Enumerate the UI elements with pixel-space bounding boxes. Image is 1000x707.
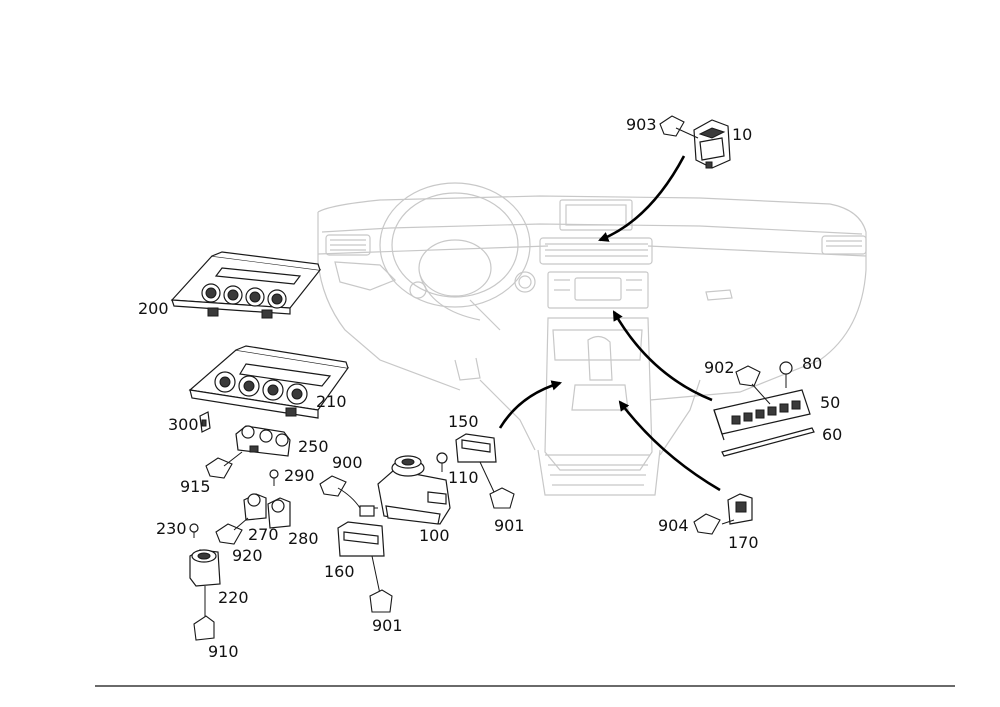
part-100 xyxy=(377,455,451,525)
label-170: 170 xyxy=(728,533,759,552)
label-10: 10 xyxy=(732,125,752,144)
label-920: 920 xyxy=(232,546,263,565)
part-290 xyxy=(269,469,279,486)
label-50: 50 xyxy=(820,393,840,412)
label-900: 900 xyxy=(332,453,363,472)
label-901-b: 901 xyxy=(372,616,403,635)
label-110: 110 xyxy=(448,468,479,487)
button-row xyxy=(731,400,801,425)
label-290: 290 xyxy=(284,466,315,485)
label-904: 904 xyxy=(658,516,689,535)
part-10 xyxy=(693,119,731,169)
connector-903 xyxy=(659,115,699,139)
label-915: 915 xyxy=(180,477,211,496)
part-50 xyxy=(713,389,811,441)
label-280: 280 xyxy=(288,529,319,548)
label-200: 200 xyxy=(138,299,169,318)
connector-901b xyxy=(369,589,393,613)
label-210: 210 xyxy=(316,392,347,411)
part-60 xyxy=(721,427,815,457)
connector-904 xyxy=(693,513,721,535)
arrow-10 xyxy=(598,155,686,242)
connector-910 xyxy=(193,615,215,641)
dashboard-outline xyxy=(317,182,867,496)
connector-901a xyxy=(489,487,515,509)
label-250: 250 xyxy=(298,437,329,456)
part-250 xyxy=(235,425,291,457)
callout-arrows xyxy=(498,155,721,492)
label-80: 80 xyxy=(802,354,822,373)
label-910: 910 xyxy=(208,642,239,661)
label-270: 270 xyxy=(248,525,279,544)
label-160: 160 xyxy=(324,562,355,581)
connector-902 xyxy=(735,365,771,405)
label-902: 902 xyxy=(704,358,735,377)
part-300 xyxy=(199,411,211,433)
part-170 xyxy=(721,493,753,525)
label-901-a: 901 xyxy=(494,516,525,535)
connector-915 xyxy=(205,451,243,479)
part-220 xyxy=(189,549,221,620)
label-220: 220 xyxy=(218,588,249,607)
part-270 xyxy=(243,493,267,521)
part-230 xyxy=(189,523,199,538)
part-labels: 903 10 200 210 300 250 915 290 900 150 1… xyxy=(138,115,842,661)
connector-920 xyxy=(215,517,249,545)
label-300: 300 xyxy=(168,415,199,434)
label-60: 60 xyxy=(822,425,842,444)
arrow-50 xyxy=(612,310,713,402)
part-110 xyxy=(436,452,448,472)
part-280 xyxy=(267,497,291,529)
part-160 xyxy=(337,521,385,595)
label-903: 903 xyxy=(626,115,657,134)
label-150: 150 xyxy=(448,412,479,431)
part-210 xyxy=(188,345,350,419)
part-150 xyxy=(455,433,497,493)
label-100: 100 xyxy=(419,526,450,545)
part-80 xyxy=(779,361,793,388)
arrow-170 xyxy=(618,400,721,492)
part-200 xyxy=(170,251,322,319)
label-230: 230 xyxy=(156,519,187,538)
arrow-150 xyxy=(498,380,562,429)
connector-900 xyxy=(319,475,378,517)
